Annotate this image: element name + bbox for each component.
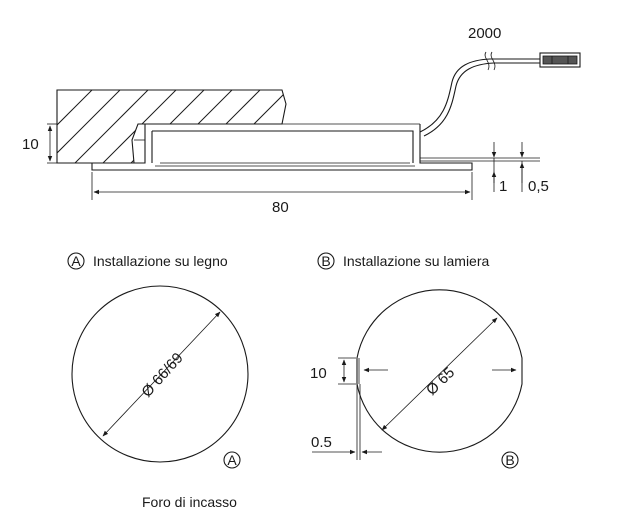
- width-dimension: 80: [91, 172, 473, 216]
- notch-width-dimension: 0.5: [311, 384, 382, 460]
- cutout-circle-b: [356, 289, 523, 453]
- cutout-circle-a: [71, 285, 249, 463]
- marker-b-small: B: [505, 452, 514, 468]
- offset-label-1: 1: [499, 178, 507, 195]
- lamp-housing: [91, 123, 473, 171]
- marker-circle-a: [67, 252, 85, 270]
- diameter-line-b: [381, 317, 498, 431]
- width-label: 80: [272, 199, 289, 216]
- height-dimension: 10: [22, 123, 57, 164]
- notch-height-dimension: 10: [310, 357, 356, 385]
- diameter-label-a: Ø 66/69: [138, 350, 186, 401]
- notch-width-label: 0.5: [311, 434, 332, 451]
- offset-label-2: 0,5: [528, 178, 549, 195]
- height-label: 10: [22, 136, 39, 153]
- caption-a: Installazione su legno: [93, 253, 228, 269]
- variant-b: B Installazione su lamiera Ø 65 10 0.5 B: [310, 252, 523, 469]
- notch-height-label: 10: [310, 365, 327, 382]
- offset-dimensions: 1 0,5: [491, 142, 549, 195]
- marker-circle-a-small: [223, 451, 241, 469]
- marker-b: B: [321, 253, 330, 269]
- marker-circle-b-small: [501, 451, 519, 469]
- marker-a-small: A: [227, 452, 237, 468]
- caption-b: Installazione su lamiera: [343, 253, 490, 269]
- diameter-label-b: Ø 65: [423, 364, 458, 399]
- variant-a: A Installazione su legno Ø 66/69 A: [67, 252, 249, 469]
- wood-panel: [56, 89, 287, 164]
- section-view: 2000 10 80 1 0,5: [22, 25, 581, 216]
- diameter-line-a: [102, 311, 221, 437]
- marker-a: A: [71, 253, 81, 269]
- connector-plug: [539, 52, 581, 68]
- marker-circle-b: [317, 252, 335, 270]
- cable-length-label: 2000: [468, 25, 501, 42]
- power-cable: [419, 51, 540, 137]
- footer-caption: Foro di incasso: [142, 494, 237, 510]
- wood-hatching: [57, 90, 286, 163]
- metal-sheet: [420, 157, 540, 162]
